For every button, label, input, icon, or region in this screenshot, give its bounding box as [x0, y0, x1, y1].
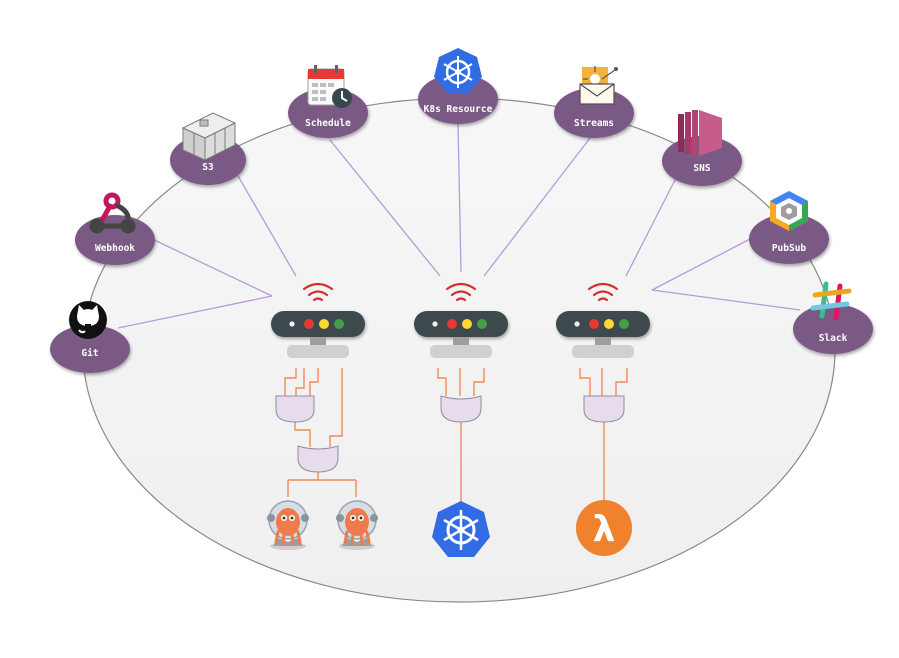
- source-s3[interactable]: S3: [170, 112, 246, 185]
- source-webhook-label: Webhook: [95, 243, 135, 254]
- s3-bucket-icon: [181, 112, 237, 161]
- source-s3-label: S3: [202, 162, 214, 173]
- led-red: [589, 319, 599, 329]
- source-git[interactable]: Git: [50, 301, 130, 373]
- connector-streams: [483, 137, 591, 277]
- pubsub-hexagon-icon: [770, 191, 808, 231]
- gateway-2: [414, 282, 508, 358]
- led-red: [304, 319, 314, 329]
- source-pubsub-label: PubSub: [772, 243, 807, 254]
- and-gate: [275, 395, 315, 423]
- source-streams-label: Streams: [574, 118, 614, 129]
- connector-pubsub: [651, 237, 753, 291]
- connector-k8s: [457, 123, 462, 273]
- source-git-label: Git: [81, 348, 98, 359]
- streams-envelope-icon: [579, 66, 618, 105]
- source-slack-label: Slack: [819, 333, 848, 344]
- led-red: [447, 319, 457, 329]
- connector-s3: [237, 175, 297, 277]
- or-gate: [440, 395, 482, 423]
- source-sns[interactable]: SNS: [662, 110, 742, 186]
- source-streams[interactable]: Streams: [554, 66, 634, 138]
- connector-webhook: [149, 237, 273, 297]
- sensor-wires: [284, 368, 628, 503]
- led-yellow: [604, 319, 614, 329]
- led-green: [477, 319, 487, 329]
- led-green: [619, 319, 629, 329]
- connector-git: [117, 295, 273, 329]
- led-yellow: [319, 319, 329, 329]
- wifi-signal-icon: [302, 282, 334, 302]
- connector-lines: [117, 123, 801, 329]
- connector-slack: [651, 289, 801, 311]
- argo-octopus-icon: [267, 500, 309, 550]
- source-pubsub[interactable]: PubSub: [749, 191, 829, 264]
- connector-sns: [625, 177, 677, 277]
- gateway-3: [556, 282, 650, 358]
- led-yellow: [462, 319, 472, 329]
- gateway-1: [271, 282, 365, 358]
- github-icon: [69, 301, 107, 339]
- source-k8s[interactable]: K8s Resource: [418, 48, 498, 124]
- connector-schedule: [329, 139, 441, 277]
- calendar-clock-icon: [307, 65, 352, 108]
- or-gate: [297, 445, 339, 473]
- kubernetes-icon: [434, 48, 482, 93]
- webhook-icon: [89, 192, 136, 234]
- led-green: [334, 319, 344, 329]
- kubernetes-icon: [432, 501, 490, 557]
- slack-icon: [810, 281, 852, 321]
- source-slack[interactable]: Slack: [793, 281, 873, 354]
- source-schedule-label: Schedule: [305, 118, 351, 129]
- argo-octopus-icon: [336, 500, 378, 550]
- source-sns-label: SNS: [693, 163, 710, 174]
- logic-gates: [275, 395, 625, 473]
- source-schedule[interactable]: Schedule: [288, 65, 368, 138]
- wifi-signal-icon: [445, 282, 477, 302]
- aws-lambda-icon: λ: [576, 500, 632, 556]
- sns-icon: [678, 110, 722, 156]
- source-webhook[interactable]: Webhook: [75, 192, 155, 265]
- wifi-signal-icon: [587, 282, 619, 302]
- lambda-glyph: λ: [593, 509, 616, 550]
- source-k8s-label: K8s Resource: [424, 104, 493, 115]
- and-gate: [583, 395, 625, 423]
